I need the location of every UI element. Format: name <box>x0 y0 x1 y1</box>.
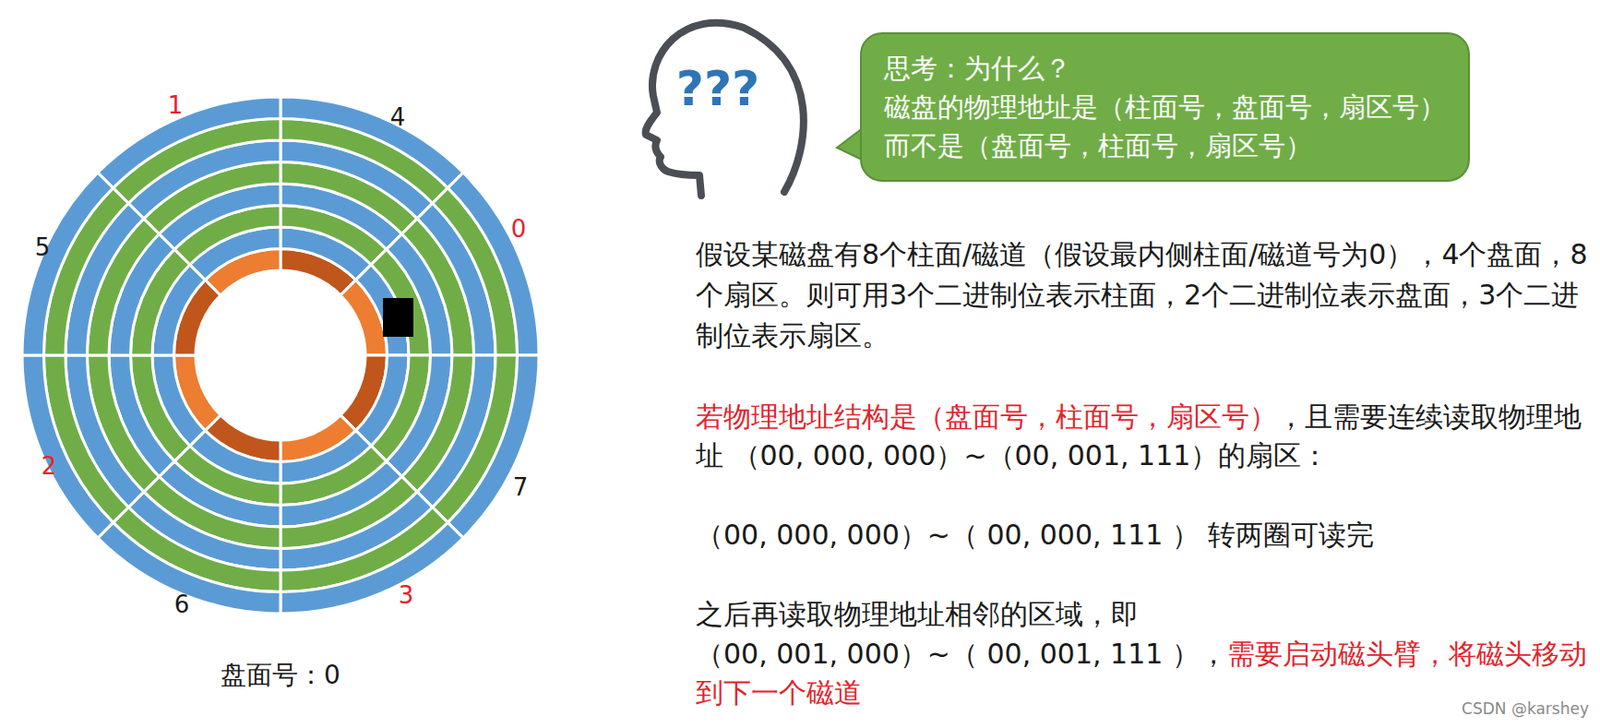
bubble-text: 而不是（盘面号，柱面号，扇区号） <box>883 126 1446 166</box>
track-sector <box>280 96 464 189</box>
watermark-text: CSDN @karshey <box>1461 699 1589 718</box>
track-sector <box>22 355 114 538</box>
bubble-text: 思考：为什么？ <box>883 48 1446 88</box>
paragraph-text: （00, 001, 000）~（ 00, 001, 111 ）， <box>695 637 1228 670</box>
paragraph-text: （00, 000, 000）~（ 00, 000, 111 ） 转两圈可读完 <box>695 518 1374 551</box>
paragraph-text: 假设某磁盘有8个柱面/磁道（假设最内侧柱面/磁道号为0），4个盘面，8个扇区。则… <box>695 238 1589 352</box>
sector-number-text: 1 <box>167 91 184 120</box>
disk-head <box>382 298 414 337</box>
paragraph-text: 若物理地址结构是（盘面号，柱面号，扇区号） <box>695 400 1278 433</box>
sector-number: 3 <box>398 581 415 610</box>
sector-number-text: 0 <box>511 214 527 243</box>
paragraph: 若物理地址结构是（盘面号，柱面号，扇区号），且需要连续读取物理地址 （00, 0… <box>695 397 1596 476</box>
sector-number-text: 5 <box>35 233 51 262</box>
plate-label-text: 盘面号：0 <box>220 659 341 691</box>
track-sector <box>280 522 464 614</box>
sector-number: 7 <box>513 473 529 502</box>
speech-bubble: 思考：为什么？磁盘的物理地址是（柱面号，盘面号，扇区号）而不是（盘面号，柱面号，… <box>859 32 1470 182</box>
head-icon <box>645 23 804 196</box>
sector-number-text: 2 <box>41 452 58 480</box>
track-sector <box>447 355 539 538</box>
sector-number-text: 4 <box>390 103 406 132</box>
sector-number: 5 <box>35 233 51 263</box>
sector-number: 2 <box>41 452 58 481</box>
track-sector <box>97 96 281 189</box>
watermark: CSDN @karshey <box>1461 699 1589 718</box>
paragraph: 之后再读取物理地址相邻的区域，即 <box>695 595 1596 634</box>
question-marks-text: ??? <box>676 60 761 117</box>
sector-number-text: 3 <box>398 581 415 609</box>
sector-number: 0 <box>511 214 527 244</box>
sector-number: 1 <box>167 91 184 120</box>
sector-number-text: 6 <box>174 590 191 619</box>
disk-platter <box>22 96 539 614</box>
sector-number: 4 <box>390 103 406 132</box>
track-sector <box>22 172 114 356</box>
question-marks: ??? <box>676 59 761 118</box>
sector-number: 6 <box>174 590 191 620</box>
track-sector <box>447 172 539 356</box>
paragraph: 假设某磁盘有8个柱面/磁道（假设最内侧柱面/磁道号为0），4个盘面，8个扇区。则… <box>695 234 1596 357</box>
paragraph-text: 之后再读取物理地址相邻的区域，即 <box>695 597 1139 631</box>
paragraph: （00, 000, 000）~（ 00, 000, 111 ） 转两圈可读完 <box>695 515 1596 555</box>
paragraph: （00, 001, 000）~（ 00, 001, 111 ），需要启动磁头臂，… <box>695 634 1596 713</box>
sector-number-text: 7 <box>513 473 529 502</box>
plate-label: 盘面号：0 <box>220 659 341 692</box>
bubble-text: 磁盘的物理地址是（柱面号，盘面号，扇区号） <box>883 87 1446 127</box>
